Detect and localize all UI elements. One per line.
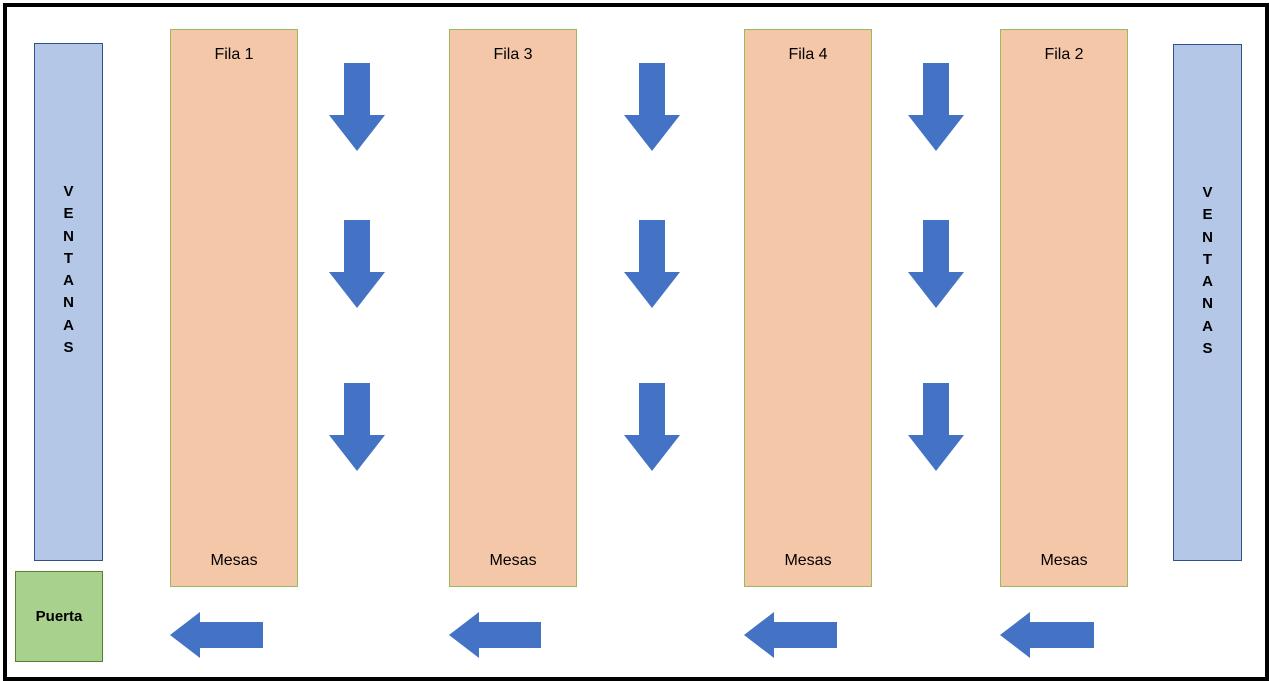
window-letter: V <box>63 183 74 200</box>
right-windows: V E N T A N A S <box>1173 44 1242 561</box>
row-footer: Mesas <box>210 552 258 569</box>
window-letter: N <box>63 294 74 312</box>
left-windows-label: V E N T A N A S <box>63 181 74 359</box>
window-letter: S <box>63 339 74 357</box>
arrow-down-icon <box>624 220 680 308</box>
row-title: Fila 4 <box>788 46 828 63</box>
right-windows-label: V E N T A N A S <box>1202 182 1213 360</box>
door-label: Puerta <box>35 608 83 625</box>
row-title: Fila 1 <box>214 46 254 63</box>
arrow-left-icon <box>170 612 263 658</box>
row-title: Fila 3 <box>493 46 533 63</box>
window-letter: A <box>1202 273 1213 291</box>
window-letter: V <box>1202 184 1213 201</box>
arrow-left-icon <box>449 612 541 658</box>
row-fila-2: Fila 2 Mesas <box>1000 29 1128 587</box>
arrow-left-icon <box>744 612 837 658</box>
window-letter: N <box>1202 295 1213 313</box>
arrow-down-icon <box>329 220 385 308</box>
door: Puerta <box>15 571 103 662</box>
row-fila-1: Fila 1 Mesas <box>170 29 298 587</box>
window-letter: A <box>63 272 74 290</box>
window-letter: N <box>1202 228 1213 246</box>
arrow-left-icon <box>1000 612 1094 658</box>
window-letter: A <box>1202 317 1213 335</box>
row-title: Fila 2 <box>1044 46 1084 63</box>
window-letter: A <box>63 316 74 334</box>
window-letter: T <box>63 249 74 267</box>
arrow-down-icon <box>624 63 680 151</box>
left-windows: V E N T A N A S <box>34 43 103 561</box>
window-letter: S <box>1202 340 1213 358</box>
arrow-down-icon <box>329 383 385 471</box>
window-letter: E <box>1202 206 1213 224</box>
window-letter: T <box>1202 250 1213 268</box>
arrow-down-icon <box>908 63 964 151</box>
row-footer: Mesas <box>489 552 537 569</box>
window-letter: E <box>63 205 74 223</box>
row-footer: Mesas <box>1040 552 1088 569</box>
arrow-down-icon <box>908 383 964 471</box>
arrow-down-icon <box>329 63 385 151</box>
arrow-down-icon <box>908 220 964 308</box>
window-letter: N <box>63 227 74 245</box>
row-footer: Mesas <box>784 552 832 569</box>
row-fila-3: Fila 3 Mesas <box>449 29 577 587</box>
arrow-down-icon <box>624 383 680 471</box>
row-fila-4: Fila 4 Mesas <box>744 29 872 587</box>
